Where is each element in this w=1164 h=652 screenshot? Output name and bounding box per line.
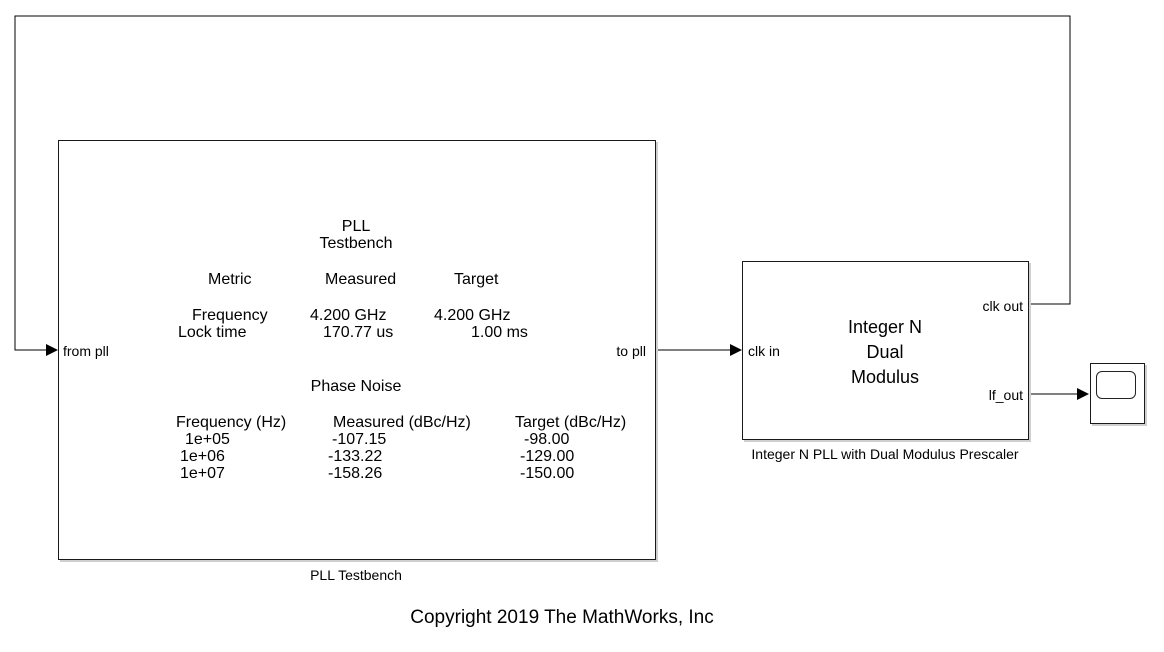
pn-row-1-target: -98.00 <box>524 431 570 448</box>
testbench-title-line1: PLL <box>341 218 371 235</box>
pn-row-3-freq: 1e+07 <box>180 465 225 482</box>
phase-noise-title: Phase Noise <box>310 378 402 395</box>
pn-row-2-measured: -133.22 <box>328 448 383 465</box>
port-clk-out[interactable]: clk out <box>982 298 1023 314</box>
integer-n-pll-block[interactable]: Integer N Dual Modulus clk in clk out lf… <box>742 261 1029 440</box>
frequency-measured: 4.200 GHz <box>310 307 387 324</box>
port-from-pll[interactable]: from pll <box>63 343 109 359</box>
pn-col-target: Target (dBc/Hz) <box>515 414 627 431</box>
lock-time-label: Lock time <box>178 324 247 341</box>
lock-time-measured: 170.77 us <box>323 324 394 341</box>
scope-arrowhead <box>1077 388 1089 400</box>
target-header: Target <box>454 271 499 288</box>
port-lf-out[interactable]: lf_out <box>988 387 1023 403</box>
pn-col-measured: Measured (dBc/Hz) <box>333 414 471 431</box>
testbench-title-line2: Testbench <box>319 235 393 252</box>
port-to-pll[interactable]: to pll <box>616 343 646 359</box>
scope-icon <box>1096 371 1136 399</box>
pll-block-line3: Modulus <box>850 367 920 387</box>
copyright-notice: Copyright 2019 The MathWorks, Inc <box>410 607 714 628</box>
frequency-target: 4.200 GHz <box>434 307 511 324</box>
pn-row-1-freq: 1e+05 <box>185 431 230 448</box>
metric-header: Metric <box>208 271 252 288</box>
pll-block-caption: Integer N PLL with Dual Modulus Prescale… <box>751 446 1019 462</box>
frequency-label: Frequency <box>192 307 268 324</box>
pll-block-line1: Integer N <box>847 317 923 337</box>
measured-header: Measured <box>325 271 397 288</box>
pn-row-3-measured: -158.26 <box>328 465 383 482</box>
pn-row-2-target: -129.00 <box>520 448 575 465</box>
pll-testbench-block[interactable]: PLL Testbench Metric Measured Target Fre… <box>58 140 656 560</box>
pn-row-3-target: -150.00 <box>520 465 575 482</box>
port-clk-in[interactable]: clk in <box>748 343 780 359</box>
clk-in-arrowhead <box>730 344 742 356</box>
pn-row-1-measured: -107.15 <box>332 431 387 448</box>
lock-time-target: 1.00 ms <box>471 324 528 341</box>
testbench-caption: PLL Testbench <box>310 567 402 583</box>
feedback-wire[interactable] <box>14 15 1071 351</box>
pn-col-frequency: Frequency (Hz) <box>176 414 287 431</box>
from-pll-arrowhead <box>46 344 58 356</box>
scope-block[interactable] <box>1090 363 1145 424</box>
pll-block-line2: Dual <box>866 342 904 362</box>
pn-row-2-freq: 1e+06 <box>180 448 225 465</box>
